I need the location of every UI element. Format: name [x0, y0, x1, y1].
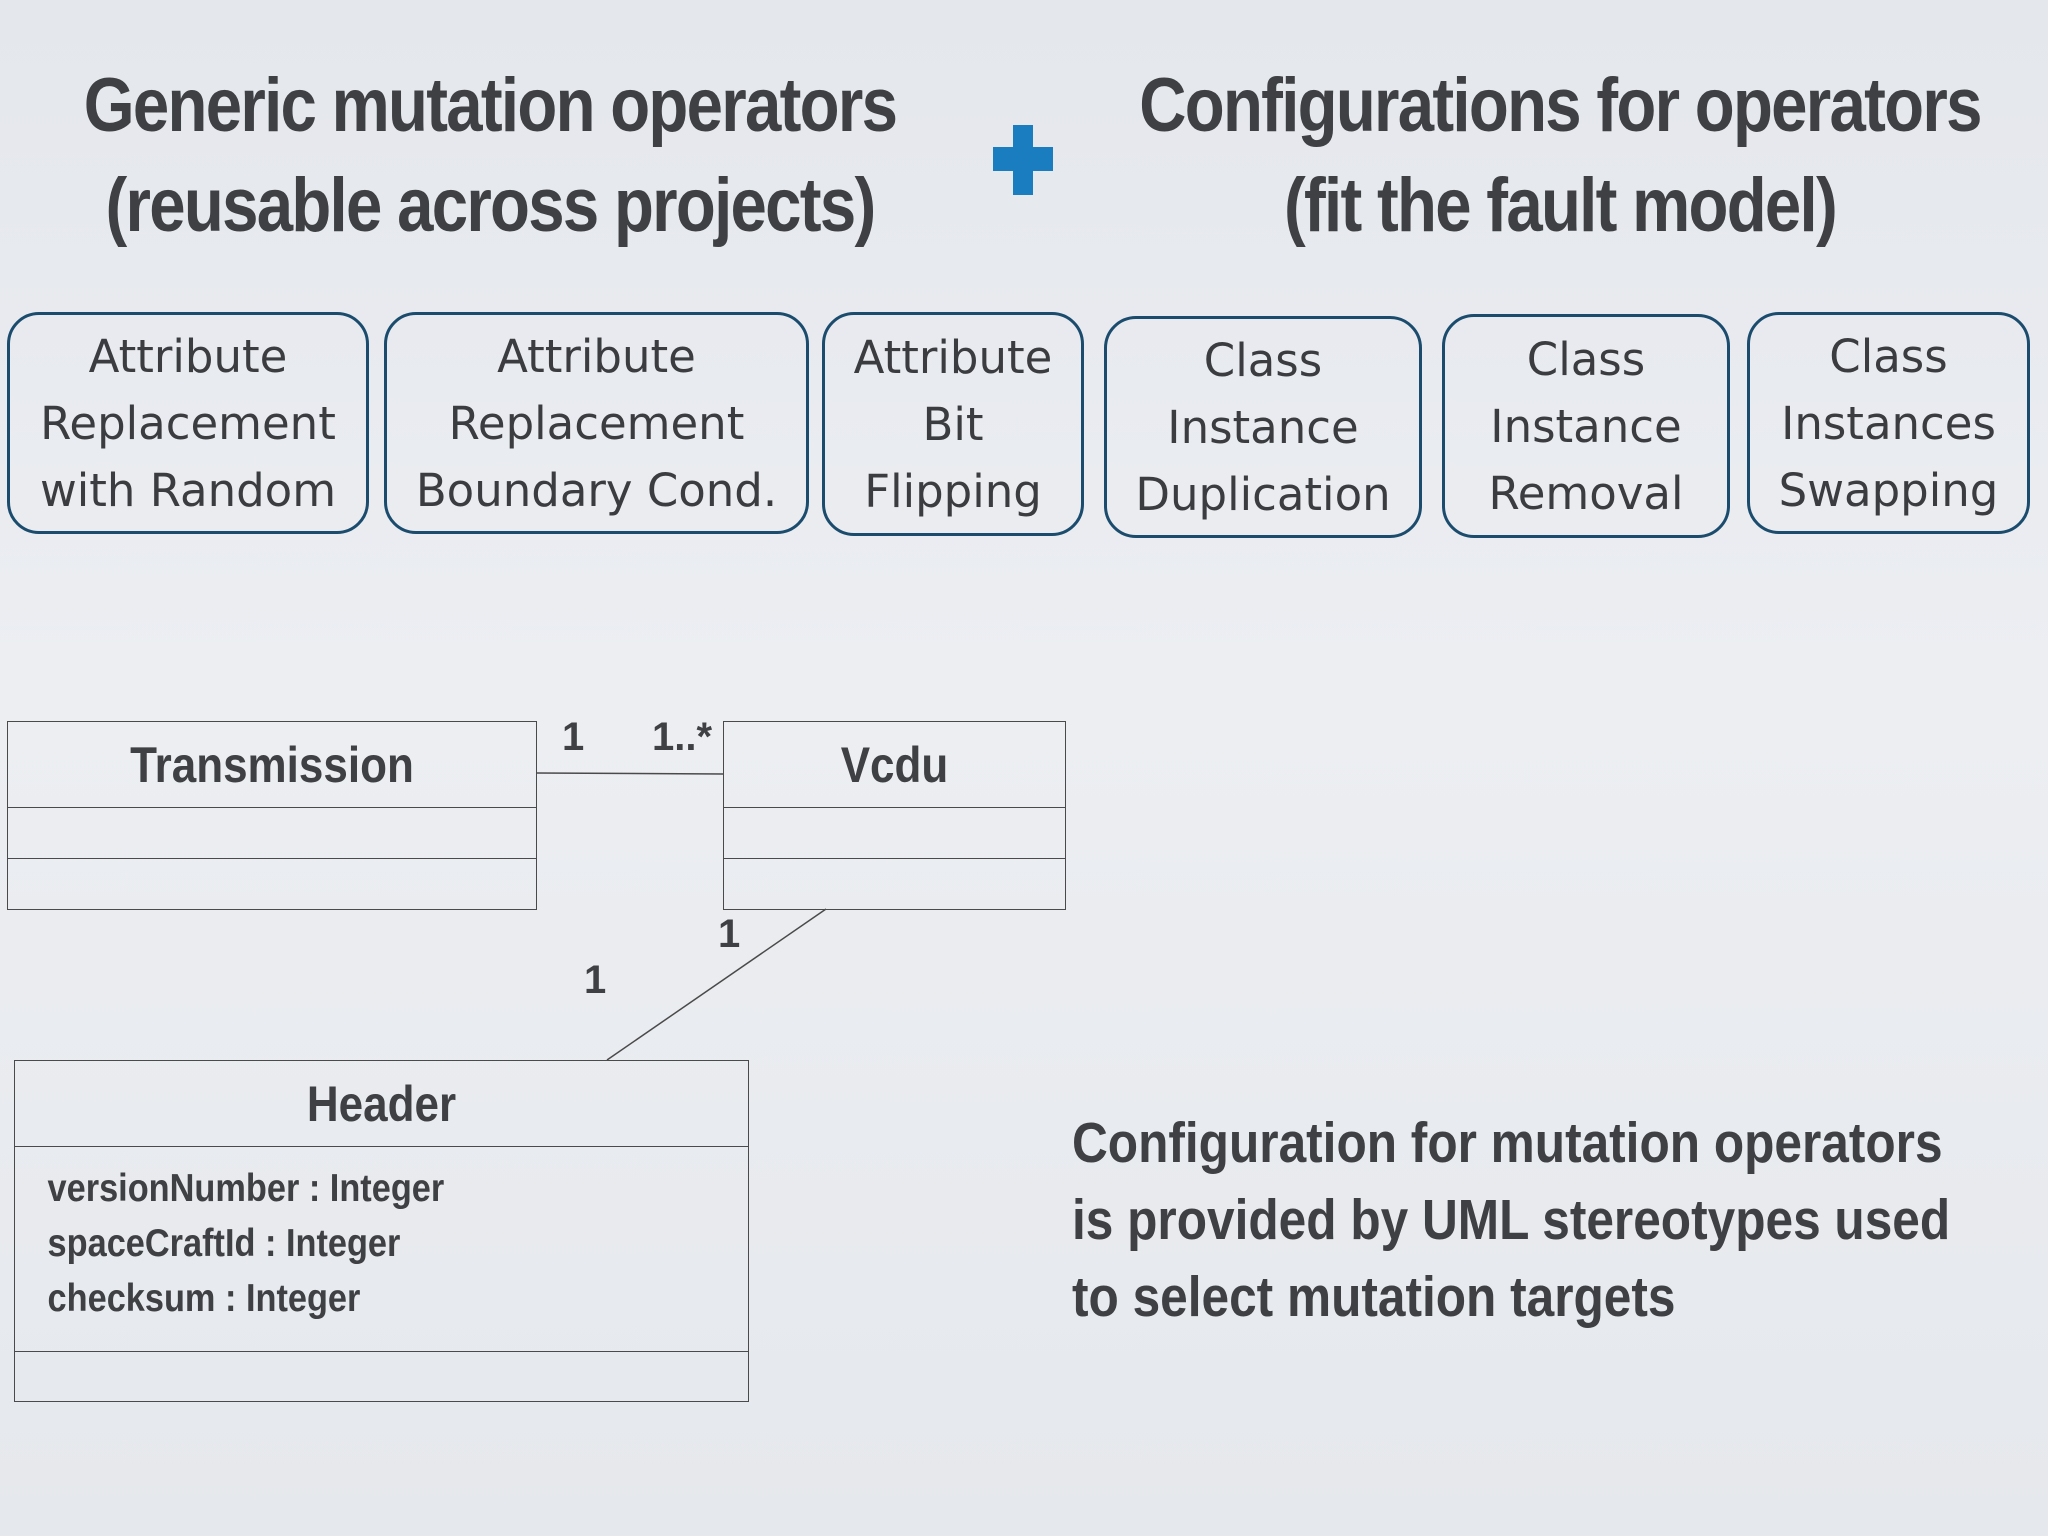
operator-label: with Random	[39, 463, 337, 517]
class-name-compartment: Vcdu	[724, 722, 1065, 808]
operator-label: Attribute	[853, 330, 1053, 384]
operator-label: Instances	[1781, 396, 1996, 450]
operator-label: Instance	[1167, 400, 1359, 454]
attribute-spacecraft-id: spaceCraftId : Integer	[47, 1222, 401, 1265]
heading-line: Configurations for operators	[1139, 63, 1982, 148]
class-name: Transmission	[130, 737, 414, 793]
attribute-checksum: checksum : Integer	[47, 1277, 361, 1320]
attribute-compartment	[8, 808, 536, 859]
operator-label: Flipping	[864, 464, 1042, 518]
operator-label: Bit	[922, 397, 984, 451]
multiplicity-header-end: 1	[584, 958, 607, 1002]
operator-box: Class Instance Removal	[1442, 314, 1730, 538]
note-line: to select mutation targets	[1072, 1265, 1676, 1329]
configuration-note: Configuration for mutation operators is …	[1072, 1105, 2046, 1336]
heading-generic-operators: Generic mutation operators (reusable acr…	[69, 56, 912, 256]
operator-label: Attribute	[497, 329, 696, 383]
attribute-version-number: versionNumber : Integer	[47, 1167, 445, 1210]
operator-box: Class Instances Swapping	[1747, 312, 2030, 534]
note-line: is provided by UML stereotypes used	[1072, 1188, 1951, 1252]
uml-class-header: Header versionNumber : Integer spaceCraf…	[14, 1060, 749, 1402]
operator-box: Attribute Replacement Boundary Cond.	[384, 312, 809, 534]
operator-label: Replacement	[40, 396, 336, 450]
note-line: Configuration for mutation operators	[1072, 1111, 1943, 1175]
heading-line: Generic mutation operators	[83, 63, 898, 148]
multiplicity-transmission-end: 1	[562, 715, 585, 759]
attribute-compartment	[724, 808, 1065, 859]
operator-label: Instance	[1490, 399, 1682, 453]
uml-class-vcdu: Vcdu	[723, 721, 1066, 910]
class-name-compartment: Header	[15, 1061, 748, 1147]
multiplicity-vcdu-end: 1..*	[652, 715, 713, 759]
operator-label: Class	[1829, 329, 1948, 383]
operator-box: Attribute Bit Flipping	[822, 312, 1084, 536]
operation-compartment	[15, 1352, 748, 1400]
multiplicity-vcdu-header-end: 1	[718, 912, 741, 956]
operator-label: Removal	[1488, 466, 1684, 520]
operation-compartment	[724, 859, 1065, 908]
class-name: Header	[306, 1076, 457, 1132]
plus-icon	[993, 125, 1053, 195]
class-name: Vcdu	[840, 737, 949, 793]
heading-line: (reusable across projects)	[105, 163, 876, 248]
heading-configurations: Configurations for operators (fit the fa…	[1104, 56, 2016, 256]
operator-label: Class	[1526, 332, 1646, 386]
operator-label: Class	[1203, 333, 1323, 387]
association-transmission-vcdu	[535, 772, 725, 775]
class-name-compartment: Transmission	[8, 722, 536, 808]
operator-label: Boundary Cond.	[415, 463, 778, 517]
uml-class-transmission: Transmission	[7, 721, 537, 910]
operator-box: Attribute Replacement with Random	[7, 312, 369, 534]
operator-label: Duplication	[1135, 467, 1391, 521]
operator-label: Attribute	[88, 329, 288, 383]
operation-compartment	[8, 859, 536, 908]
heading-line: (fit the fault model)	[1283, 163, 1838, 248]
operator-label: Swapping	[1778, 463, 1999, 517]
operator-label: Replacement	[448, 396, 745, 450]
association-vcdu-header	[606, 908, 827, 1061]
attribute-compartment: versionNumber : Integer spaceCraftId : I…	[15, 1147, 748, 1352]
operator-box: Class Instance Duplication	[1104, 316, 1422, 538]
